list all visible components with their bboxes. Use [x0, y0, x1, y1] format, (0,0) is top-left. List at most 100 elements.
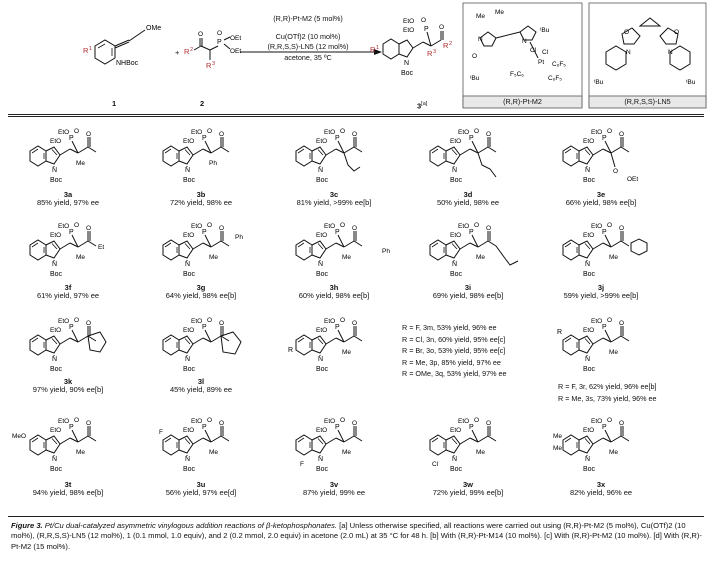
svg-text:1: 1: [89, 46, 92, 52]
compound-result: 64% yield, 98% ee[b]: [165, 290, 237, 300]
svg-text:Ph: Ph: [382, 248, 390, 255]
compound-result: 85% yield, 97% ee: [36, 197, 100, 207]
svg-text:2: 2: [190, 47, 193, 53]
svg-text:R: R: [427, 49, 433, 58]
svg-text:Cl: Cl: [542, 49, 549, 56]
catalyst-label: (R,R)-Pt-M2: [503, 97, 542, 106]
svg-text:F₅C₆: F₅C₆: [510, 71, 524, 78]
svg-text:Me: Me: [342, 349, 351, 356]
compound-id: 3l: [197, 377, 205, 386]
svg-text:Me: Me: [495, 9, 504, 16]
compound-result: 97% yield, 90% ee[b]: [32, 384, 104, 394]
svg-text:Me: Me: [342, 254, 351, 261]
figure-label: Figure 3.: [11, 521, 43, 530]
list-item: R = F, 3r, 62% yield, 96% ee[b]: [558, 382, 657, 391]
svg-text:F: F: [159, 429, 163, 436]
svg-text:1: 1: [376, 45, 379, 51]
condition-line: (R,R)-Pt-M2 (5 mol%): [273, 14, 343, 23]
svg-text:3: 3: [433, 49, 436, 55]
svg-text:ᵗBu: ᵗBu: [470, 75, 480, 82]
svg-text:ᵗBu: ᵗBu: [686, 79, 696, 86]
svg-text:Me: Me: [609, 349, 618, 356]
svg-text:O: O: [624, 29, 629, 36]
svg-text:Et: Et: [98, 244, 104, 251]
svg-text:R: R: [206, 61, 212, 70]
svg-text:R: R: [83, 46, 89, 55]
svg-text:C₆F₅: C₆F₅: [548, 75, 562, 82]
compound-id: 3g: [196, 283, 206, 292]
svg-text:N: N: [478, 36, 483, 43]
list-item: R = F, 3m, 53% yield, 96% ee: [402, 323, 497, 332]
list-item: R = Cl, 3n, 60% yield, 95% ee[c]: [402, 334, 506, 344]
compound-result: 94% yield, 98% ee[b]: [32, 487, 104, 497]
svg-text:R: R: [184, 47, 190, 56]
compound-id: 3d: [463, 190, 473, 199]
svg-text:O: O: [217, 30, 222, 37]
compound-result: 69% yield, 98% ee[b]: [432, 290, 504, 300]
plus-sign: +: [175, 48, 180, 57]
divider-top-2: [8, 116, 704, 117]
svg-text:Me: Me: [76, 449, 85, 456]
compound-id: 3t: [64, 480, 72, 489]
svg-text:N: N: [404, 60, 409, 67]
svg-text:2: 2: [449, 41, 452, 47]
compound-id: 3v: [329, 480, 339, 489]
compound-id: 3h: [329, 283, 339, 292]
svg-text:Me: Me: [209, 449, 218, 456]
compound-result: 45% yield, 89% ee: [169, 384, 233, 394]
svg-text:R: R: [443, 41, 449, 50]
list-item: R = OMe, 3q, 53% yield, 97% ee: [402, 369, 507, 379]
compound-id: 3f: [64, 283, 72, 292]
figure-caption: Figure 3. Pt/Cu dual-catalyzed asymmetri…: [11, 521, 703, 552]
compound-id: 3u: [196, 480, 206, 489]
svg-text:O: O: [613, 168, 618, 175]
figure-notes: [a] Unless otherwise specified, all reac…: [11, 521, 702, 551]
condition-line: acetone, 35 ºC: [284, 52, 332, 62]
svg-text:Ph: Ph: [235, 234, 243, 241]
svg-text:EtO: EtO: [403, 18, 414, 25]
svg-text:Me: Me: [209, 254, 218, 261]
svg-text:OEt: OEt: [627, 176, 638, 183]
compound-result: 61% yield, 97% ee: [36, 290, 100, 300]
svg-text:3: 3: [212, 61, 215, 67]
compound-id: 3w: [462, 480, 473, 489]
compound-id: 3j: [597, 283, 605, 292]
compound-id: 3a: [63, 190, 73, 199]
svg-text:Me: Me: [476, 449, 485, 456]
svg-text:P: P: [424, 26, 429, 33]
svg-text:EtO: EtO: [403, 27, 414, 34]
compound-id: 3k: [63, 377, 73, 386]
list-item: R = Br, 3o, 53% yield, 95% ee[c]: [402, 346, 506, 356]
compound-result: 72% yield, 99% ee[b]: [432, 487, 504, 497]
svg-text:O: O: [421, 17, 426, 24]
svg-text:F: F: [300, 461, 304, 468]
svg-text:C₆F₅: C₆F₅: [552, 61, 566, 68]
compound-result: 50% yield, 98% ee: [436, 197, 500, 207]
condition-line: (R,R,S,S)-LN5 (12 mol%): [267, 42, 349, 51]
svg-text:N: N: [522, 38, 527, 45]
svg-text:R: R: [557, 329, 562, 336]
svg-text:Boc: Boc: [401, 70, 414, 77]
compound-result: 72% yield, 98% ee: [169, 197, 233, 207]
list-item: R = Me, 3s, 73% yield, 96% ee: [558, 393, 657, 403]
compound-id: 3i: [464, 283, 472, 292]
condition-line: Cu(OTf)2 (10 mol%): [275, 31, 341, 41]
svg-text:Ph: Ph: [209, 160, 217, 167]
reactant-1-label: 1: [112, 99, 117, 108]
svg-text:Cl: Cl: [432, 461, 439, 468]
svg-text:OEt: OEt: [230, 48, 241, 55]
figure-title: Pt/Cu dual-catalyzed asymmetric vinylogo…: [44, 521, 337, 530]
substituent-list-1: R = F, 3m, 53% yield, 96% ee R = Cl, 3n,…: [402, 322, 506, 380]
